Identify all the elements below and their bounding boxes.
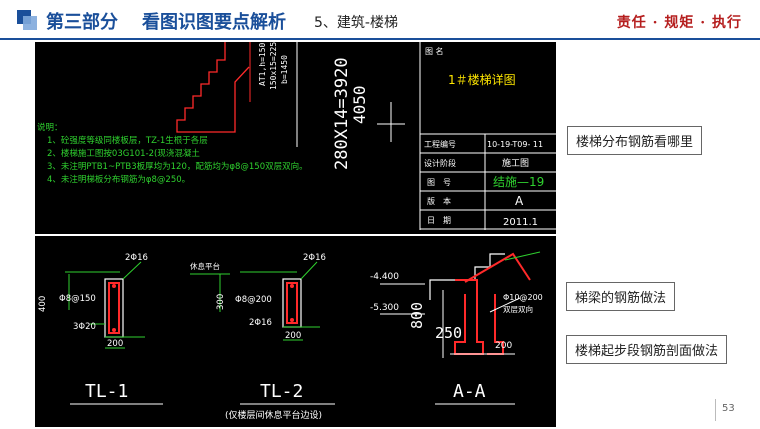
stair-dim-2: 150x15=2250 [269,42,278,90]
company-motto: 责任 · 规矩 · 执行 [616,15,742,31]
callout-distribution-rebar: 楼梯分布钢筋看哪里 [567,126,703,155]
tl1-title: TL-1 [85,381,128,402]
section-aa-title: A-A [453,381,486,402]
section-aa-rebar-note: 双层双向 [503,304,533,314]
title-block-label-3: 图 号 [427,178,451,187]
callout-start-section: 楼梯起步段钢筋剖面做法 [566,335,728,364]
stair-flight-drawing [176,42,298,147]
section-aa-level-bottom: -5.300 [370,303,399,313]
tl2-platform-label: 休息平台 [190,261,220,271]
section-title: 第三部分 看图识图要点解析 [46,8,286,34]
tl2-bottom-bar: 2Φ16 [249,318,272,328]
title-block-name-label: 图 名 [425,46,444,56]
title-block-value-2: 施工图 [502,157,529,169]
note-1: 1、砼强度等级同楼板层，TZ-1生根于各层 [47,135,208,146]
title-block-value-5: 2011.1 [503,217,538,228]
tl2-title: TL-2 [260,381,303,402]
tl1-beam-section [65,261,145,349]
page-number-divider [715,399,716,421]
section-aa-width-left: 250 [435,324,462,342]
cad-drawing-canvas: AT1,h=150 150x15=2250 b=1450 280X14=3920… [35,42,556,421]
note-4: 4、未注明梯板分布钢筋为φ8@250。 [47,174,190,185]
tl2-height: 300 [216,294,226,310]
header-logo-square-accent-icon [23,16,37,30]
section-aa-width-right: 200 [495,341,512,351]
section-aa-rebar: Φ10@200 [503,293,543,302]
title-block-label-5: 日 期 [427,216,451,225]
page-number: 53 [722,403,735,414]
section-aa-height: 800 [408,302,426,329]
tl1-height: 400 [38,296,48,312]
tl1-stirrup: Φ8@150 [59,294,96,304]
cad-drawing: AT1,h=150 150x15=2250 b=1450 280X14=3920… [35,42,556,427]
vertical-dim-main: 280X14=3920 [332,57,352,170]
note-3: 3、未注明PTB1~PTB3板厚均为120，配筋均为φ8@150双层双向。 [47,161,308,172]
title-block-value-3: 结施—19 [493,175,544,189]
tl1-width: 200 [107,339,123,349]
section-part: 第三部分 [46,12,118,33]
title-block-label-4: 版 本 [427,196,451,206]
slide-header: 第三部分 看图识图要点解析 5、建筑-楼梯 责任 · 规矩 · 执行 [0,0,760,40]
tl1-bottom-bar: 3Φ20 [73,322,96,332]
stair-dim-1: AT1,h=150 [258,42,267,86]
title-block-value-1: 10-19-T09- 11 [487,140,543,149]
tl2-note: (仅楼层间休息平台边设) [225,409,322,421]
vertical-dim-total: 4050 [350,85,369,124]
section-aa-drawing [380,251,541,358]
tl2-stirrup: Φ8@200 [235,295,272,305]
section-aa-level-top: -4.400 [370,272,399,282]
header-divider [0,38,760,40]
section-subtitle: 5、建筑-楼梯 [314,15,398,31]
tl1-top-bar: 2Φ16 [125,253,148,263]
title-block-name-value: 1＃楼梯详图 [448,72,516,87]
notes-title: 说明： [37,122,63,133]
tl2-width: 200 [285,331,301,341]
tl2-top-bar: 2Φ16 [303,253,326,263]
title-block [419,42,556,230]
tl2-beam-section [190,261,320,341]
title-block-label-2: 设计阶段 [424,158,456,168]
title-block-value-4: A [515,194,524,208]
callout-beam-rebar: 梯梁的钢筋做法 [566,282,676,311]
title-block-label-1: 工程编号 [424,139,456,149]
note-2: 2、楼梯施工图按03G101-2(现浇混凝土 [47,148,200,159]
stair-dim-3: b=1450 [280,55,289,84]
section-topic: 看图识图要点解析 [142,12,286,33]
